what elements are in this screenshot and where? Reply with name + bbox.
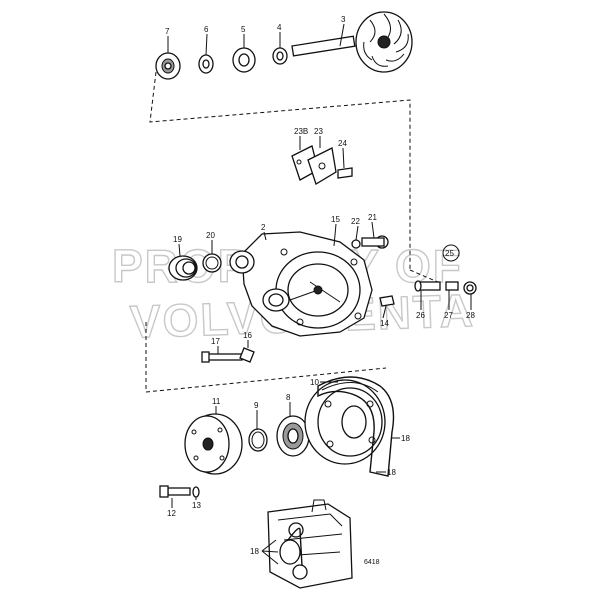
- oring-part-20: [202, 253, 222, 273]
- belt-part-18: [317, 376, 395, 477]
- callout-3: 3: [341, 15, 346, 24]
- impeller-icon: [355, 11, 413, 73]
- callout-22: 22: [351, 217, 360, 226]
- callout-12: 12: [167, 509, 176, 518]
- assembly-line-middle: [145, 322, 387, 393]
- hose-part-19: [168, 255, 198, 281]
- cover-part-23: [307, 147, 337, 185]
- callout-17: 17: [211, 337, 220, 346]
- spacer-part-4: [272, 47, 288, 65]
- callout-10: 10: [310, 378, 319, 387]
- callout-23B: 23B: [294, 127, 308, 136]
- circlip-part-9: [248, 428, 268, 452]
- callout-14: 14: [380, 319, 389, 328]
- bolt-part-12: [159, 485, 191, 498]
- bolt-part-17: [201, 351, 243, 363]
- assembly-line-right: [409, 269, 441, 284]
- callout-20: 20: [206, 231, 215, 240]
- screw-part-24: [337, 167, 353, 179]
- callout-23: 23: [314, 127, 323, 136]
- callout-5: 5: [241, 25, 246, 34]
- washer-part-13: [192, 486, 200, 498]
- nut-part-28: [463, 281, 477, 295]
- callout-13: 13: [192, 501, 201, 510]
- callout-circle-25: [442, 244, 460, 262]
- callout-25: 25: [445, 249, 454, 258]
- hub-part-11: [184, 413, 243, 475]
- callout-labels: 3 4 5 6 7 23B 23 24 2 15 22 21 19 20 25 …: [165, 15, 475, 556]
- pin-part-27: [445, 281, 459, 291]
- callout-15: 15: [331, 215, 340, 224]
- callout-21: 21: [368, 213, 377, 222]
- pulley-part-10: [304, 379, 386, 465]
- callout-2: 2: [261, 223, 266, 232]
- washer-part-22: [351, 239, 361, 249]
- callout-6: 6: [204, 25, 209, 34]
- bolt-part-21: [361, 235, 389, 249]
- bearing-part-7: [155, 52, 181, 80]
- callout-11: 11: [212, 397, 221, 406]
- callout-18-upper: 18: [401, 434, 410, 443]
- callout-8: 8: [286, 393, 291, 402]
- callout-18-lower: 18: [387, 468, 396, 477]
- pump-housing-part-2: [241, 231, 373, 337]
- washer-part-16: [239, 347, 255, 363]
- seal-part-5: [232, 47, 256, 73]
- callout-26: 26: [416, 311, 425, 320]
- callout-24: 24: [338, 139, 347, 148]
- impeller-shaft-part: [291, 11, 413, 73]
- screw-part-14: [379, 295, 395, 307]
- callout-19: 19: [173, 235, 182, 244]
- callout-28: 28: [466, 311, 475, 320]
- leader-lines: [167, 23, 472, 565]
- bearing-part-8: [276, 415, 310, 457]
- callout-18-thumbnail: 18: [250, 547, 259, 556]
- callout-27: 27: [444, 311, 453, 320]
- engine-thumbnail-icon: [267, 499, 353, 589]
- callout-16: 16: [243, 331, 252, 340]
- inlet-part: [229, 250, 255, 274]
- ring-part-6: [198, 54, 214, 74]
- callout-7: 7: [165, 27, 170, 36]
- stud-part-26: [414, 280, 441, 292]
- callout-9: 9: [254, 401, 259, 410]
- callout-4: 4: [277, 23, 282, 32]
- figure-number: 6418: [364, 559, 380, 566]
